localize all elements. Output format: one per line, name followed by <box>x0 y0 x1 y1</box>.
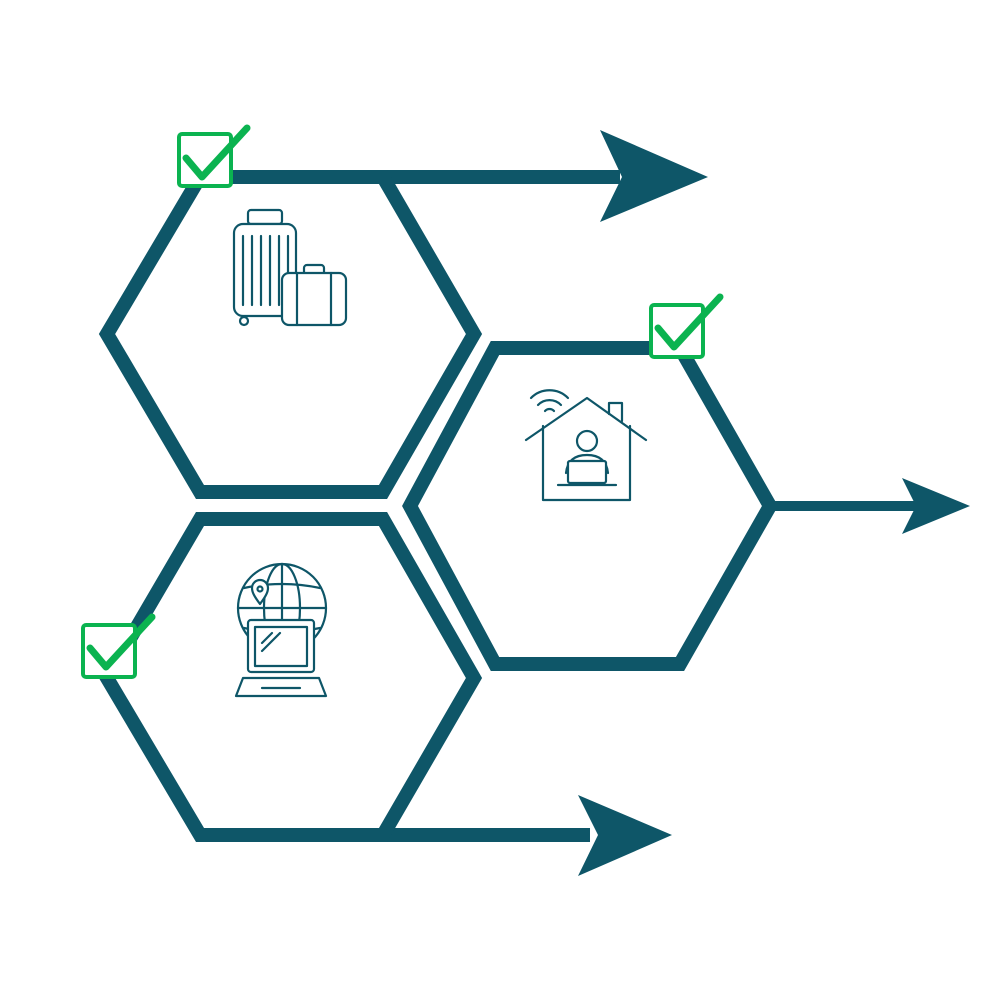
hexagon-bottom-left <box>98 512 483 842</box>
arrow-middle <box>770 478 970 534</box>
globe-laptop-icon <box>234 562 328 698</box>
checkmark-icon <box>182 124 251 181</box>
check-badge-top <box>177 124 251 188</box>
arrow-right-icon <box>902 478 970 534</box>
arrow-bottom <box>380 795 672 876</box>
hexagon-right <box>402 341 779 671</box>
home-office-icon <box>524 389 648 502</box>
luggage-icon <box>232 208 348 327</box>
check-badge-bottom <box>81 613 156 679</box>
arrow-right-icon <box>600 130 708 222</box>
check-badge-right <box>649 293 724 359</box>
arrow-top <box>380 130 708 222</box>
arrow-right-icon <box>578 795 672 876</box>
checkmark-icon <box>86 613 156 671</box>
checkmark-icon <box>654 293 724 351</box>
